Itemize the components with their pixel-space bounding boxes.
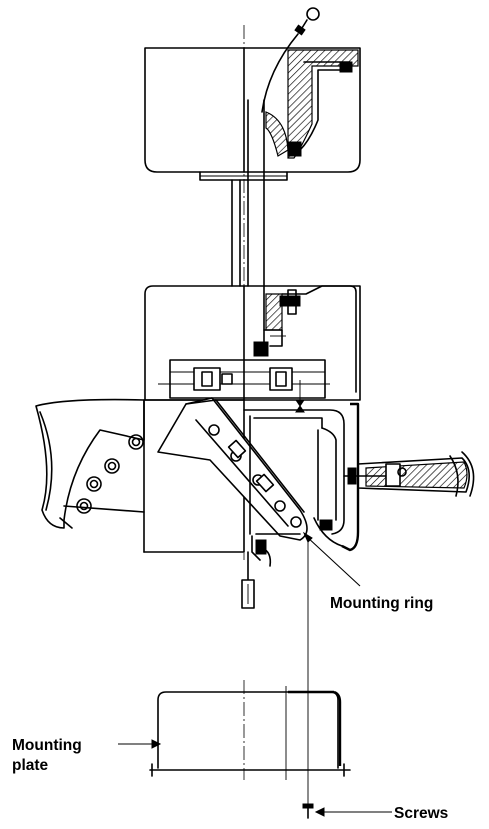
extension-tube — [231, 99, 265, 287]
mounting-ring-label: Mounting ring — [330, 595, 433, 612]
mounting-plate-label-line2: plate — [12, 757, 49, 774]
mounting-ring-callout: Mounting ring — [302, 531, 433, 612]
top-cap — [144, 47, 361, 181]
screws-label: Screws — [394, 805, 448, 822]
screw: Screws — [302, 803, 448, 822]
mounting-plate-label-line1: Mounting — [12, 737, 82, 754]
cable-plug — [241, 535, 272, 609]
bracket — [158, 359, 330, 413]
lower-housing — [143, 397, 475, 553]
mounting-plate — [149, 680, 351, 780]
middle-housing — [144, 285, 361, 401]
bolt-holes — [76, 434, 144, 514]
mounting-plate-callout: Mounting plate — [12, 737, 162, 774]
left-arm — [35, 398, 145, 553]
